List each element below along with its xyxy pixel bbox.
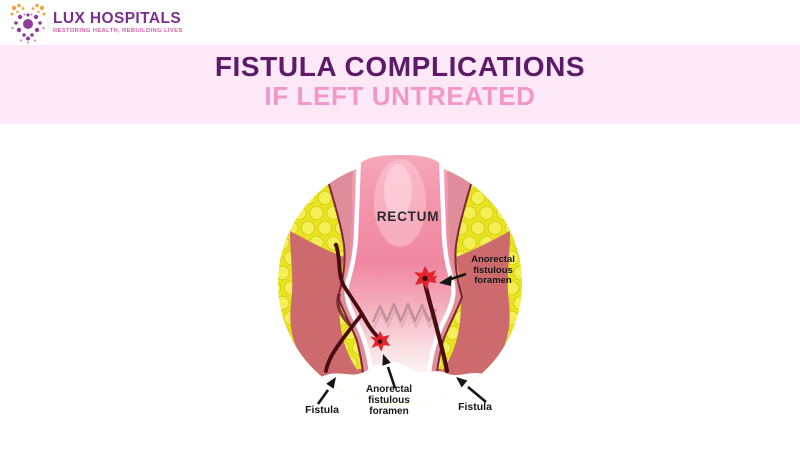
label-fistula-right: Fistula xyxy=(458,401,492,413)
brand-tagline: RESTORING HEALTH, REBUILDING LIVES xyxy=(53,27,183,34)
anatomy-diagram: RECTUM Anorectal fistulous foramen Anore… xyxy=(240,145,560,445)
rectal-wall-right xyxy=(431,157,472,373)
muscle-left xyxy=(290,231,372,399)
banner-subtitle: IF LEFT UNTREATED xyxy=(264,81,536,111)
label-anorectal-foramen-bottom: Anorectal fistulous foramen xyxy=(365,384,413,417)
label-anorectal-foramen-right: Anorectal fistulous foramen xyxy=(471,254,515,286)
dentate-line xyxy=(371,302,438,323)
title-banner: FISTULA COMPLICATIONS IF LEFT UNTREATED xyxy=(0,45,800,124)
label-fistula-left: Fistula xyxy=(305,404,339,416)
fistula-tract-right xyxy=(422,280,450,374)
foramen-bottom xyxy=(370,331,391,352)
brand-name: LUX HOSPITALS xyxy=(53,10,182,28)
rectum-label: RECTUM xyxy=(377,209,440,224)
fistula-tract-left xyxy=(334,243,379,338)
logo: LUX HOSPITALS RESTORING HEALTH, REBUILDI… xyxy=(8,2,183,44)
muscle-right xyxy=(428,231,510,399)
header: LUX HOSPITALS RESTORING HEALTH, REBUILDI… xyxy=(0,0,800,45)
foramen-right xyxy=(414,266,437,290)
rectal-wall-left xyxy=(328,157,369,373)
anatomy-illustration: RECTUM xyxy=(278,155,522,405)
fistula-tract-left-branch xyxy=(324,312,364,373)
annotation-arrows xyxy=(316,272,487,405)
dotted-butterfly-logo-icon xyxy=(10,3,46,44)
banner-title: FISTULA COMPLICATIONS xyxy=(214,51,586,82)
